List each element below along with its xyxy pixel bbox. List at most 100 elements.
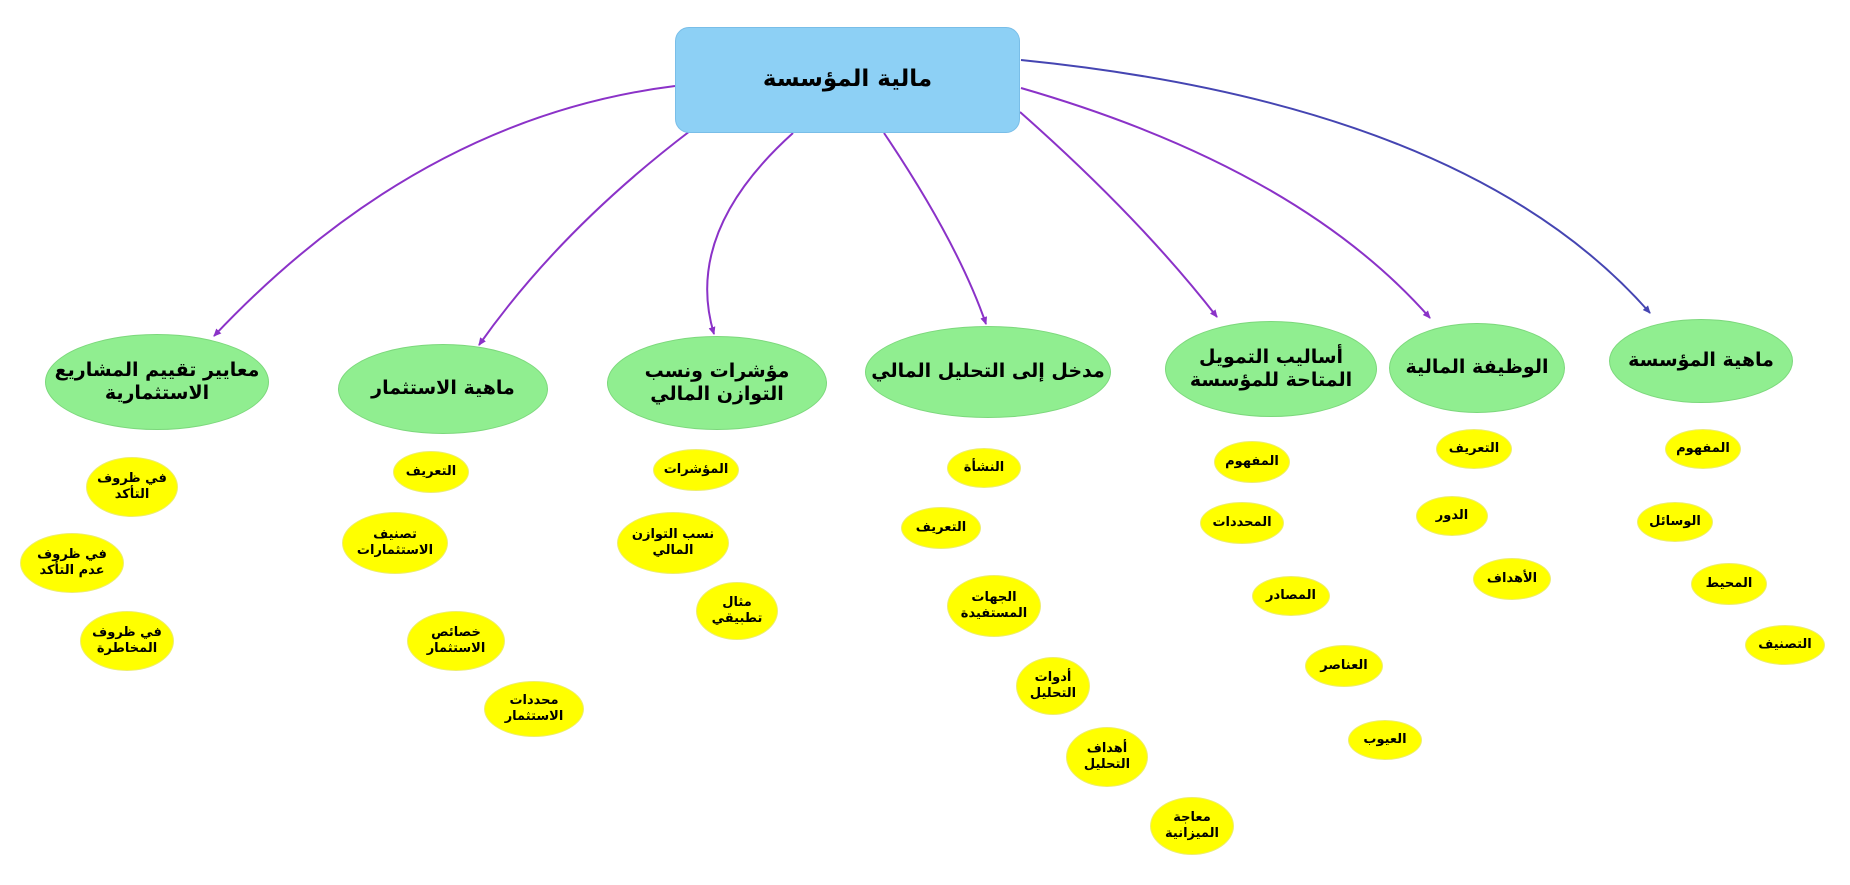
node-label-line: الدور — [1435, 507, 1469, 523]
node-label-line: النشأة — [963, 459, 1005, 475]
node-label-line: عدم التأكد — [39, 563, 105, 578]
node-label-line: التصنيف — [1758, 636, 1812, 652]
node-label-line: الاستثمار — [426, 641, 486, 656]
subtopic-node[interactable]: التعريف — [393, 451, 469, 493]
subtopic-node[interactable]: النشأة — [947, 448, 1021, 488]
node-label-subtopic: النشأة — [948, 460, 1020, 476]
node-label-line: معايير تقييم المشاريع — [54, 358, 260, 381]
node-label-topic: مدخل إلى التحليل المالي — [866, 360, 1110, 383]
topic-node[interactable]: الوظيفة المالية — [1389, 323, 1565, 413]
node-label-line: التأكد — [114, 487, 150, 502]
node-label-line: التحليل — [1029, 686, 1077, 701]
edge-arrow — [478, 130, 691, 346]
node-label-line: الاستثمار — [504, 709, 564, 724]
node-label-line: في ظروف — [37, 546, 107, 562]
subtopic-node[interactable]: المفهوم — [1214, 441, 1290, 483]
node-label-subtopic: المفهوم — [1666, 441, 1740, 457]
node-label-line: المصادر — [1266, 587, 1316, 603]
node-label-line: تصنيف — [373, 526, 417, 542]
node-label-line: التعريف — [1448, 440, 1500, 456]
node-label-subtopic: الوسائل — [1638, 514, 1712, 530]
subtopic-node[interactable]: المصادر — [1252, 576, 1330, 616]
node-label-line: الأهداف — [1486, 570, 1538, 586]
subtopic-node[interactable]: العناصر — [1305, 645, 1383, 687]
subtopic-node[interactable]: الوسائل — [1637, 502, 1713, 542]
node-label-line: التعريف — [405, 463, 457, 479]
node-label-subtopic: العيوب — [1349, 732, 1421, 748]
node-label-subtopic: التصنيف — [1746, 637, 1824, 653]
root-node-label: مالية المؤسسة — [676, 66, 1019, 94]
subtopic-node[interactable]: المحيط — [1691, 563, 1767, 605]
node-label-subtopic: الأهداف — [1474, 571, 1550, 587]
node-label-line: نسب التوازن — [631, 526, 715, 542]
node-label-topic: الوظيفة المالية — [1390, 356, 1564, 379]
subtopic-node[interactable]: الأهداف — [1473, 558, 1551, 600]
subtopic-node[interactable]: الدور — [1416, 496, 1488, 536]
node-label-line: ماهية المؤسسة — [1628, 349, 1774, 372]
node-label-line: محددات — [509, 692, 559, 708]
subtopic-node[interactable]: المحددات — [1200, 502, 1284, 544]
node-label-line: مؤشرات ونسب — [644, 359, 790, 382]
subtopic-node[interactable]: التعريف — [901, 507, 981, 549]
node-label-line: خصائص — [431, 624, 481, 640]
node-label-line: الوظيفة المالية — [1405, 356, 1549, 379]
topic-node[interactable]: ماهية الاستثمار — [338, 344, 548, 434]
node-label-line: ماهية الاستثمار — [371, 377, 515, 400]
edge-arrow — [1020, 87, 1431, 319]
node-label-subtopic: المحيط — [1692, 576, 1766, 592]
subtopic-node[interactable]: المؤشرات — [653, 449, 739, 491]
node-label-line: الميزانية — [1165, 826, 1219, 841]
subtopic-node[interactable]: العيوب — [1348, 720, 1422, 760]
node-label-subtopic: المحددات — [1201, 515, 1283, 531]
topic-node[interactable]: مدخل إلى التحليل المالي — [865, 326, 1111, 418]
node-label-line: مالية المؤسسة — [762, 66, 933, 93]
node-label-line: المؤشرات — [663, 461, 729, 477]
subtopic-node[interactable]: التعريف — [1436, 429, 1512, 469]
node-label-line: الوسائل — [1649, 513, 1701, 529]
node-label-topic: ماهية الاستثمار — [339, 377, 547, 400]
subtopic-node[interactable]: التصنيف — [1745, 625, 1825, 665]
node-label-line: في ظروف — [92, 624, 162, 640]
node-label-line: المفهوم — [1676, 440, 1730, 456]
node-label-subtopic: التعريف — [394, 464, 468, 480]
node-label-line: المستفيدة — [960, 606, 1028, 621]
node-label-line: في ظروف — [97, 470, 167, 486]
node-label-line: المحددات — [1212, 514, 1272, 530]
topic-node[interactable]: ماهية المؤسسة — [1609, 319, 1793, 403]
subtopic-node[interactable]: المفهوم — [1665, 429, 1741, 469]
node-label-subtopic: المصادر — [1253, 588, 1329, 604]
node-label-line: الجهات — [971, 589, 1017, 605]
node-label-line: أهداف — [1086, 740, 1128, 756]
node-label-line: التعريف — [915, 519, 967, 535]
node-label-line: مثال — [722, 594, 752, 610]
edge-arrow — [706, 132, 794, 335]
root-node[interactable]: مالية المؤسسة — [675, 27, 1020, 133]
node-label-subtopic: العناصر — [1306, 658, 1382, 674]
